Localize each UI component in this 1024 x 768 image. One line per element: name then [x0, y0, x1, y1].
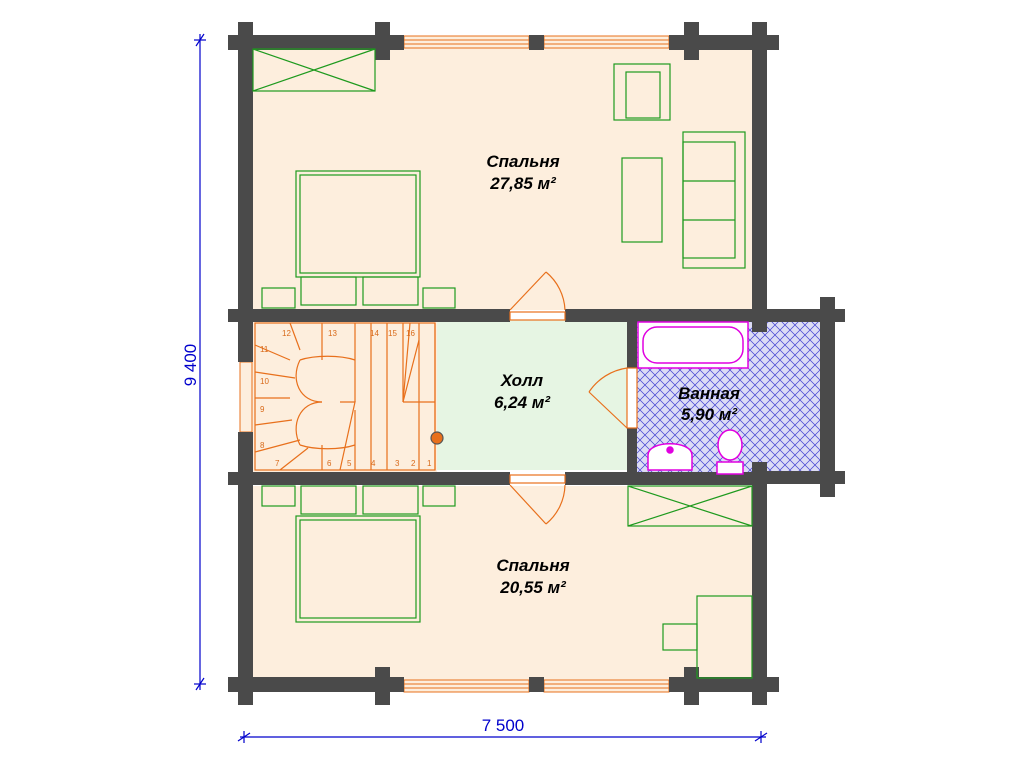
door-bedroom-top: [509, 271, 566, 321]
washbasin: [647, 443, 693, 471]
toilet: [716, 429, 744, 475]
armchair: [613, 63, 671, 121]
room-label-bathroom: Ванная 5,90 м²: [678, 384, 740, 424]
double-bed-bottom: [261, 485, 456, 623]
step-number: 15: [388, 329, 397, 338]
sofa: [682, 131, 746, 269]
door-bathroom: [588, 367, 638, 429]
step-number: 7: [275, 459, 280, 468]
step-number: 3: [395, 459, 400, 468]
room-label-hall: Холл 6,24 м²: [494, 371, 551, 412]
dimension-height: [194, 33, 206, 691]
step-number: 13: [328, 329, 337, 338]
step-number: 16: [406, 329, 415, 338]
room-label-bedroom-bottom: Спальня 20,55 м²: [496, 556, 569, 597]
hall-floor: [437, 320, 627, 470]
step-number: 5: [347, 459, 352, 468]
bathtub: [637, 321, 749, 369]
room-name: Спальня: [496, 556, 569, 575]
step-number: 11: [260, 345, 269, 354]
room-name: Холл: [500, 371, 544, 390]
dimension-width: [237, 731, 768, 743]
walls: [228, 22, 845, 705]
double-bed-top: [261, 170, 456, 309]
window-top: [403, 35, 670, 49]
stair-floor: [252, 320, 437, 472]
step-number: 2: [411, 459, 416, 468]
room-area: 5,90 м²: [681, 405, 738, 424]
step-number: 6: [327, 459, 332, 468]
room-label-bedroom-top: Спальня 27,85 м²: [486, 152, 559, 193]
room-name: Ванная: [678, 384, 740, 403]
coffee-table: [621, 157, 663, 243]
window-left: [239, 361, 253, 433]
wardrobe-bottom: [627, 485, 753, 527]
staircase: [254, 322, 444, 471]
stair-step-numbers: 1 2 3 4 5 6 7 8 9 10 11 12 13 14 15 16: [260, 329, 432, 468]
step-number: 9: [260, 405, 265, 414]
room-area: 27,85 м²: [489, 174, 557, 193]
step-number: 1: [427, 459, 432, 468]
wardrobe-top: [252, 48, 376, 92]
room-name: Спальня: [486, 152, 559, 171]
step-number: 14: [370, 329, 379, 338]
dimension-width-label: 7 500: [482, 716, 525, 735]
step-number: 10: [260, 377, 269, 386]
room-area: 6,24 м²: [494, 393, 551, 412]
door-bedroom-bottom: [509, 474, 566, 525]
room-area: 20,55 м²: [499, 578, 567, 597]
step-number: 8: [260, 441, 265, 450]
dimension-height-label: 9 400: [181, 344, 200, 387]
bedroom-bottom-floor: [252, 486, 754, 680]
desk: [662, 595, 753, 679]
step-number: 4: [371, 459, 376, 468]
step-number: 12: [282, 329, 291, 338]
